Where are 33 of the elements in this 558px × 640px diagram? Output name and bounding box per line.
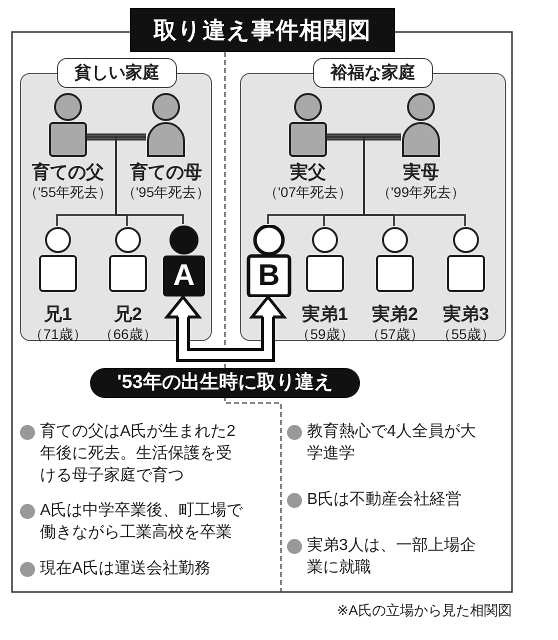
age-label: （66歳） xyxy=(98,325,158,343)
note-text: 実弟3人は、一部上場企業に就職 xyxy=(307,536,477,578)
name-label: 実弟3 xyxy=(442,303,490,325)
age-label: （57歳） xyxy=(365,325,425,343)
note-text: 現在A氏は運送会社勤務 xyxy=(40,558,212,579)
footnote: ※A氏の立場から見た相関図 xyxy=(336,601,512,619)
heading-tag: 裕福な家庭 xyxy=(313,58,433,88)
age-label: （59歳） xyxy=(295,325,355,343)
note-text: A氏は中学卒業後、町工場で働きながら工業高校を卒業 xyxy=(40,500,244,543)
family-line xyxy=(115,136,184,224)
family-line xyxy=(363,136,466,226)
age-label: （71歳） xyxy=(28,325,88,343)
name-label: 実弟2 xyxy=(370,303,419,325)
name-label: 兄2 xyxy=(112,303,143,325)
date-label: （'95年死去） xyxy=(120,183,212,201)
couple-line xyxy=(326,134,401,140)
note-text: B氏は不動産会社経営 xyxy=(307,490,463,510)
heading-tag: 貧しい家庭 xyxy=(57,58,177,88)
name-label: 育ての父 xyxy=(31,161,105,183)
date-label: （'99年死去） xyxy=(376,183,466,201)
name-label: 実弟1 xyxy=(300,303,349,325)
name-label: 育ての母 xyxy=(129,161,203,183)
note-text: 育ての父はA氏が生まれた2年後に死去。生活保護を受ける母子家庭で育つ xyxy=(40,421,237,486)
name-label: 実父 xyxy=(289,161,327,183)
caption-banner: '53年の出生時に取り違え xyxy=(90,368,360,398)
couple-line xyxy=(86,134,146,140)
name-label: 実母 xyxy=(402,161,440,183)
date-label: （'55年死去） xyxy=(22,183,114,201)
age-label: （55歳） xyxy=(436,325,496,343)
title-banner: 取り違え事件相関図 xyxy=(130,8,395,52)
name-label: 兄1 xyxy=(42,303,73,325)
date-label: （'07年死去） xyxy=(262,183,354,201)
note-text: 教育熱心で4人全員が大学進学 xyxy=(307,421,477,464)
